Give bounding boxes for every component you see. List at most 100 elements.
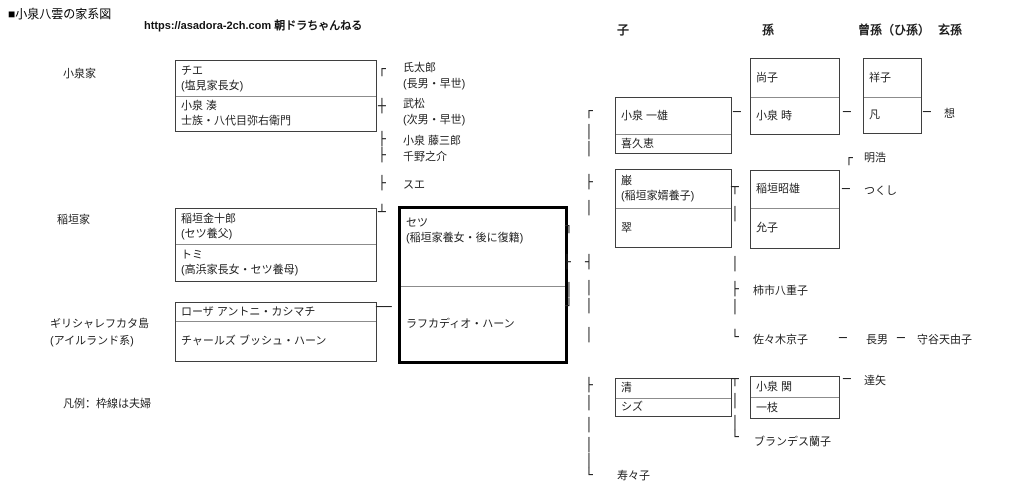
person-chiyanosuke-line: 千野之介 xyxy=(403,151,447,163)
box-koizumi-parents: チエ (塩見家長女) 小泉 湊士族・八代目弥右衛門 xyxy=(175,60,377,132)
person-takematsu: 武松 (次男・早世) xyxy=(403,96,465,128)
box-koizumi-parents-cell-0-line: チエ xyxy=(181,64,203,77)
connector-line-37: ─ xyxy=(843,105,851,120)
box-kazuo-kikue-cell-1: 喜久恵 xyxy=(616,134,731,153)
header-grandchild: 孫 xyxy=(762,23,775,37)
box-iwao-midori-cell-0: 巌(稲垣家婿養子) xyxy=(616,170,731,208)
connector-line-15: │ xyxy=(585,201,593,216)
connector-line-42: ─ xyxy=(839,331,847,346)
person-tsukushi: つくし xyxy=(864,183,897,199)
box-setsu-hearn: セツ (稲垣家養女・後に復籍) ラフカディオ・ハーン xyxy=(398,206,568,364)
person-brandes-ranko: ブランデス蘭子 xyxy=(754,434,831,450)
box-koizumi-parents-cell-1: 小泉 湊士族・八代目弥右衛門 xyxy=(176,96,376,131)
header-great-great-grandchild: 玄孫 xyxy=(938,23,963,37)
label-inagaki-family-line: 稲垣家 xyxy=(57,214,90,226)
box-akio-mitsuko-cell-1-line: 允子 xyxy=(756,222,778,234)
box-hearn-parents: ローザ アントニ・カシマチチャールズ ブッシュ・ハーン xyxy=(175,302,377,362)
connector-line-3: ├ xyxy=(378,148,386,163)
box-kiyoshi-shizu-cell-1-line: シズ xyxy=(621,401,643,413)
box-kiyoshi-shizu-cell-0-line: 清 xyxy=(621,382,632,394)
person-akihiro-line: 明浩 xyxy=(864,152,886,164)
box-inagaki-parents-cell-0-line: 稲垣金十郎 xyxy=(181,212,236,225)
connector-line-23: │ xyxy=(585,438,593,453)
box-hearn-parents-cell-1: チャールズ ブッシュ・ハーン xyxy=(176,321,376,361)
box-hearn-parents-cell-0: ローザ アントニ・カシマチ xyxy=(176,303,376,321)
connector-line-28: │ xyxy=(731,207,739,222)
person-akihiro: 明浩 xyxy=(864,150,886,166)
connector-line-27: ┬ xyxy=(731,180,739,195)
connector-line-39: ─ xyxy=(842,182,850,197)
connector-line-16: ┤ xyxy=(585,255,593,270)
box-kazuo-kikue-cell-0: 小泉 一雄 xyxy=(616,98,731,134)
box-hearn-parents-cell-1-line: チャールズ ブッシュ・ハーン xyxy=(181,335,327,347)
box-naoko-toki-cell-0-line: 尚子 xyxy=(756,71,778,84)
box-naoko-toki-cell-1-line: 小泉 時 xyxy=(756,109,793,122)
person-moriya-ayuko: 守谷天由子 xyxy=(917,332,972,348)
box-seki-kazue-cell-1-line: 一枝 xyxy=(756,401,778,414)
person-sasaki-kyoko-line: 佐々木京子 xyxy=(753,334,808,346)
connector-line-11: ┌ xyxy=(585,104,593,119)
connector-line-36: └ xyxy=(731,430,739,445)
label-inagaki-family: 稲垣家 xyxy=(57,212,90,229)
label-greece-lefkada-line: (アイルランド系) xyxy=(50,335,134,347)
connector-line-21: │ xyxy=(585,396,593,411)
person-sasaki-kyoko: 佐々木京子 xyxy=(753,332,808,348)
source-url: https://asadora-2ch.com 朝ドラちゃんねる xyxy=(144,20,363,32)
box-inagaki-parents-cell-0-line: (セツ養父) xyxy=(181,227,233,240)
box-akio-mitsuko-cell-1: 允子 xyxy=(751,208,839,248)
connector-line-10: ┘ xyxy=(565,299,573,314)
person-sue-line: スエ xyxy=(403,179,425,191)
person-chiyanosuke: 千野之介 xyxy=(403,149,447,165)
connector-line-32: └ xyxy=(731,330,739,345)
connector-line-25: └ xyxy=(585,468,593,483)
connector-line-1: ┼ xyxy=(378,99,386,114)
person-takematsu-line: 武松 xyxy=(403,98,425,110)
box-inagaki-parents: 稲垣金十郎 (セツ養父) トミ(高浜家長女・セツ養母) xyxy=(175,208,377,282)
box-iwao-midori-cell-0-line: 巌 xyxy=(621,175,632,187)
box-naoko-toki-cell-0: 尚子 xyxy=(751,59,839,97)
person-kakiichi-yaeko-line: 柿市八重子 xyxy=(753,285,808,297)
person-tozaburo: 小泉 藤三郎 xyxy=(403,133,461,149)
box-seki-kazue: 小泉 関一枝 xyxy=(750,376,840,419)
box-setsu-hearn-cell-0-line: (稲垣家養女・後に復籍) xyxy=(406,232,524,244)
page-title: ■小泉八雲の家系図 xyxy=(8,7,112,21)
label-greece-lefkada: ギリシャレフカタ島(アイルランド系) xyxy=(50,316,149,350)
connector-line-14: ├ xyxy=(585,175,593,190)
box-kazuo-kikue-cell-1-line: 喜久恵 xyxy=(621,137,654,150)
box-seki-kazue-cell-1: 一枝 xyxy=(751,397,839,418)
box-shoko-bon: 祥子凡 xyxy=(863,58,922,134)
box-kiyoshi-shizu-cell-1: シズ xyxy=(616,398,731,416)
person-ujitaro: 氏太郎(長男・早世) xyxy=(403,60,465,92)
box-shoko-bon-cell-1-line: 凡 xyxy=(869,109,880,121)
box-setsu-hearn-cell-0: セツ (稲垣家養女・後に復籍) xyxy=(401,209,565,286)
person-chonan: 長男 xyxy=(866,332,888,348)
box-koizumi-parents-cell-1-line: 小泉 湊 xyxy=(181,100,218,112)
connector-line-29: │ xyxy=(731,257,739,272)
box-inagaki-parents-cell-1: トミ(高浜家長女・セツ養母) xyxy=(176,244,376,281)
box-koizumi-parents-cell-0-line: (塩見家長女) xyxy=(181,79,244,92)
person-tozaburo-line: 小泉 藤三郎 xyxy=(403,135,462,147)
legend-note: 凡例：枠線は夫婦 xyxy=(63,398,151,410)
box-iwao-midori-cell-1: 翠 xyxy=(616,208,731,247)
connector-line-8: ├ xyxy=(563,255,571,270)
box-koizumi-parents-cell-1-line: 士族・八代目弥右衛門 xyxy=(181,115,291,127)
connector-line-22: │ xyxy=(585,418,593,433)
connector-line-38: ┌ xyxy=(845,151,853,166)
label-koizumi-family-line: 小泉家 xyxy=(63,68,96,80)
box-seki-kazue-cell-0: 小泉 関 xyxy=(751,377,839,397)
person-chonan-line: 長男 xyxy=(866,334,888,346)
connector-line-0: ┌ xyxy=(378,62,386,77)
connector-line-30: ├ xyxy=(731,282,739,297)
box-setsu-hearn-cell-0-line: セツ xyxy=(406,217,428,229)
connector-line-17: │ xyxy=(585,281,593,296)
box-shoko-bon-cell-0-line: 祥子 xyxy=(869,71,891,84)
connector-line-13: │ xyxy=(585,142,593,157)
box-akio-mitsuko-cell-0: 稲垣昭雄 xyxy=(751,171,839,208)
box-akio-mitsuko-cell-0-line: 稲垣昭雄 xyxy=(756,183,800,195)
person-takematsu-line: (次男・早世) xyxy=(403,114,466,126)
connector-line-43: ─ xyxy=(897,331,905,346)
connector-line-9: │ xyxy=(565,283,573,298)
person-sue: スエ xyxy=(403,177,425,193)
box-setsu-hearn-cell-1-line: ラフカディオ・ハーン xyxy=(406,317,515,330)
